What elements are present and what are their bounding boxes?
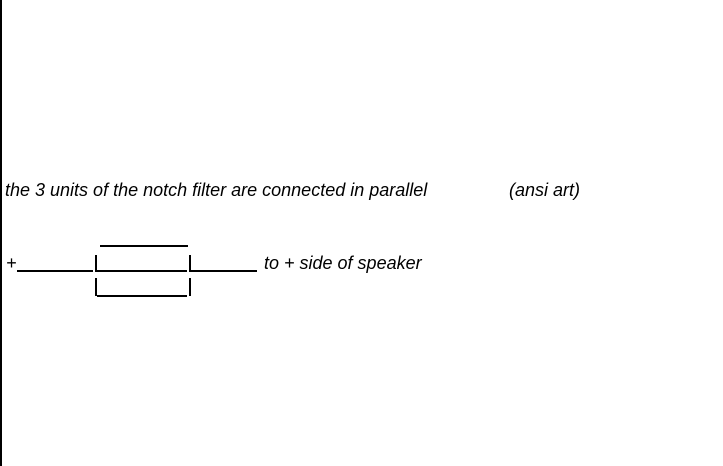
input-wire xyxy=(17,270,93,272)
middle-branch-wire xyxy=(97,270,187,272)
ansi-art-note: (ansi art) xyxy=(509,180,581,200)
output-wire xyxy=(191,270,257,272)
right-junction-lower xyxy=(189,278,191,296)
speaker-destination-label: to + side of speaker xyxy=(264,253,422,273)
right-junction-upper xyxy=(189,255,191,272)
left-junction-lower xyxy=(95,278,97,296)
top-branch-wire xyxy=(100,245,188,247)
diagram-caption: the 3 units of the notch filter are conn… xyxy=(5,180,428,200)
left-junction-upper xyxy=(95,255,97,272)
plus-terminal-label: + xyxy=(6,253,17,273)
left-border-line xyxy=(0,0,2,466)
bottom-branch-wire xyxy=(97,295,187,297)
